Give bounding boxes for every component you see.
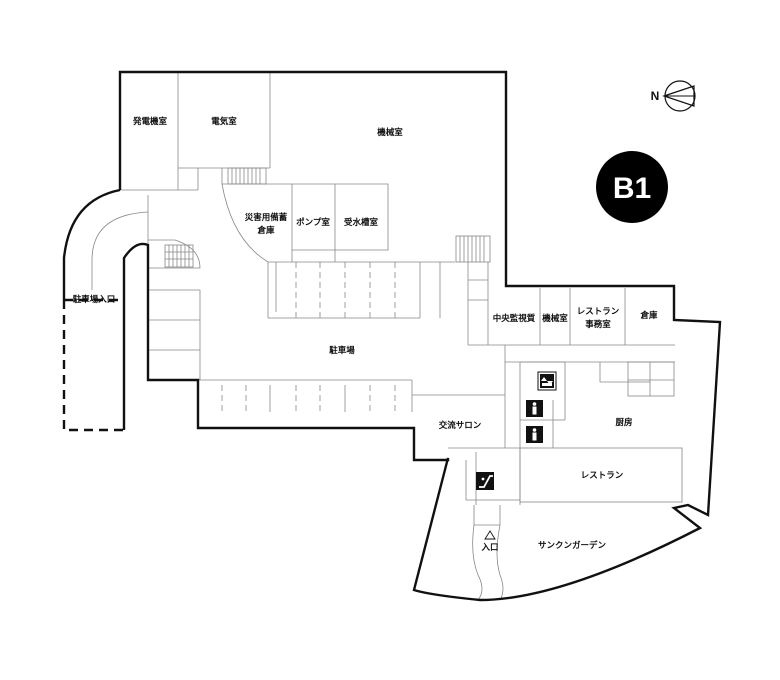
- room-central-monitoring: 中央監視質: [493, 313, 536, 324]
- room-disaster-storage-1: 災害用備蓄: [244, 212, 288, 223]
- entrance-arrow-icon: [484, 530, 496, 540]
- room-parking-entrance: 駐車場入口: [73, 294, 116, 305]
- room-restaurant-office-2: 事務室: [585, 319, 611, 330]
- elevator-icon: [537, 371, 557, 391]
- room-restaurant-office-1: レストラン: [577, 307, 620, 317]
- room-power: 発電機室: [132, 116, 168, 127]
- room-water-tank: 受水槽室: [344, 217, 379, 228]
- toilet-icon: [526, 426, 543, 443]
- room-storage: 倉庫: [639, 310, 658, 321]
- room-kitchen: 厨房: [615, 417, 632, 428]
- room-machine: 機械室: [377, 127, 403, 138]
- room-entrance: 入口: [480, 543, 498, 553]
- parking-entrance-dashed: [62, 298, 124, 432]
- floor-badge: B1: [596, 151, 668, 223]
- room-pump: ポンプ室: [296, 217, 330, 228]
- escalator-icon: [476, 472, 494, 490]
- room-labels: 発電機室 電気室 機械室 災害用備蓄 倉庫 ポンプ室 受水槽室 駐車場入口 駐車…: [73, 116, 658, 553]
- room-sunken-garden: サンクンガーデン: [538, 540, 607, 551]
- exterior-walls: [62, 70, 722, 602]
- interior-lines: [91, 72, 683, 601]
- room-disaster-storage-2: 倉庫: [256, 225, 275, 236]
- room-parking: 駐車場: [329, 345, 355, 356]
- room-electrical: 電気室: [211, 116, 237, 127]
- floor-badge-label: B1: [613, 172, 651, 205]
- toilet-icon: [526, 400, 543, 417]
- compass-icon: [662, 80, 696, 112]
- compass-north-label: N: [651, 89, 660, 103]
- stairs-right: [455, 235, 491, 263]
- stairs-left: [164, 244, 194, 268]
- room-lounge: 交流サロン: [439, 420, 482, 431]
- room-restaurant: レストラン: [581, 471, 624, 481]
- stairs-top: [227, 167, 267, 185]
- room-machine-small: 機械室: [542, 313, 568, 324]
